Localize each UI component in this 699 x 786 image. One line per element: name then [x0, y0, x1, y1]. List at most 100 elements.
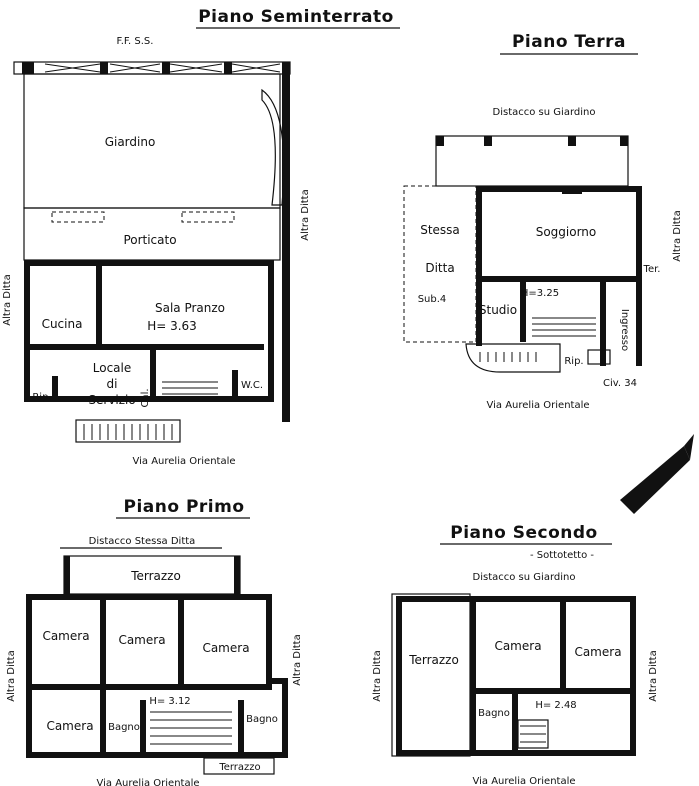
- porticato-bench: [51, 211, 105, 223]
- plan-terra: Piano Terra Distacco su Giardino Stessa …: [403, 32, 683, 411]
- studio-label: Studio: [479, 303, 517, 317]
- secondo-altra-ditta-right: Altra Ditta: [648, 650, 659, 701]
- balcony-post: [568, 136, 576, 146]
- plan-seminterrato: Piano Seminterrato F.F. S.S. Giardino Po…: [2, 7, 400, 467]
- primo-partition: [178, 600, 184, 684]
- soggiorno-label: Soggiorno: [536, 225, 597, 239]
- seminterrato-street: Via Aurelia Orientale: [132, 456, 235, 467]
- secondo-altra-ditta-left: Altra Ditta: [372, 650, 383, 701]
- primo-partition: [140, 700, 146, 752]
- porticato-bench: [181, 211, 235, 223]
- primo-partition: [100, 600, 106, 684]
- primo-camera-1: Camera: [42, 629, 89, 643]
- giardino-label: Giardino: [105, 135, 156, 149]
- primo-east-wall-lower: [282, 678, 288, 758]
- north-arrow-icon: [620, 446, 690, 514]
- secondo-subtitle: - Sottotetto -: [530, 550, 594, 561]
- primo-terrazzo-bottom-label: Terrazzo: [218, 762, 260, 773]
- primo-camera-2: Camera: [118, 633, 165, 647]
- secondo-height-label: H= 2.48: [535, 700, 576, 711]
- primo-title: Piano Primo: [123, 497, 244, 517]
- primo-south-wall: [26, 752, 288, 758]
- primo-distacco: Distacco Stessa Ditta: [89, 536, 196, 547]
- primo-partition: [26, 684, 272, 690]
- east-wall: [268, 260, 274, 400]
- primo-terrazzo-bottom: [203, 757, 275, 775]
- sub4-label: Sub.4: [418, 294, 447, 305]
- north-arrow-tip-icon: [684, 434, 694, 460]
- fence-hatch: [44, 63, 281, 73]
- partition-wall: [232, 370, 238, 396]
- seminterrato-stairs: [83, 381, 218, 440]
- primo-partition: [100, 690, 106, 752]
- altra-ditta-right: Altra Ditta: [300, 189, 311, 240]
- fence-post: [162, 62, 170, 74]
- primo-camera-4: Camera: [46, 719, 93, 733]
- secondo-terrazzo-area: [391, 593, 471, 757]
- rip-label: Rip.: [32, 392, 51, 403]
- secondo-stair-well: [517, 719, 549, 749]
- plan-primo: Piano Primo Distacco Stessa Ditta Terraz…: [6, 497, 303, 786]
- primo-north-wall: [26, 594, 272, 600]
- primo-height-label: H= 3.12: [149, 696, 190, 707]
- primo-west-wall: [26, 594, 32, 758]
- partition-wall: [30, 344, 264, 350]
- ripostiglio-box: [587, 349, 611, 365]
- primo-bagno-2: Bagno: [246, 714, 278, 725]
- sala-pranzo-label: Sala Pranzo: [155, 301, 225, 315]
- secondo-east-wall: [630, 596, 636, 756]
- terra-north-wall: [476, 186, 642, 192]
- terra-pillar: [562, 186, 582, 194]
- north-wall: [24, 260, 274, 266]
- secondo-camera-2: Camera: [574, 645, 621, 659]
- secondo-partition: [470, 602, 476, 750]
- fence-post: [100, 62, 108, 74]
- balcony-post: [484, 136, 492, 146]
- secondo-partition: [476, 688, 630, 694]
- terra-balcony: [435, 135, 629, 187]
- ditta-label: Ditta: [425, 261, 454, 275]
- partition-wall: [52, 376, 58, 398]
- secondo-terrazzo-label: Terrazzo: [408, 653, 459, 667]
- balcony-post: [436, 136, 444, 146]
- cal-label: Cal.: [140, 388, 151, 407]
- locale-label: Locale: [93, 361, 131, 375]
- ingresso-label: Ingresso: [619, 309, 630, 351]
- terra-altra-ditta: Altra Ditta: [672, 210, 683, 261]
- seminterrato-title: Piano Seminterrato: [198, 7, 394, 27]
- secondo-bagno: Bagno: [478, 708, 510, 719]
- ter-label: Ter.: [643, 264, 661, 275]
- secondo-camera-1: Camera: [494, 639, 541, 653]
- secondo-street: Via Aurelia Orientale: [472, 776, 575, 786]
- terra-title: Piano Terra: [512, 32, 626, 52]
- terra-partition: [476, 276, 642, 282]
- secondo-partition: [560, 602, 566, 688]
- primo-east-step: [266, 678, 288, 684]
- partition-wall: [150, 350, 156, 396]
- porticato-label: Porticato: [123, 233, 176, 247]
- railway-fence: [13, 61, 291, 75]
- altra-ditta-left: Altra Ditta: [2, 274, 13, 325]
- primo-altra-ditta-left: Altra Ditta: [6, 650, 17, 701]
- plan-secondo: Piano Secondo - Sottotetto - Distacco su…: [372, 523, 659, 786]
- servizio-label: Servizio: [88, 393, 135, 407]
- cucina-label: Cucina: [42, 317, 83, 331]
- balcony-post: [620, 136, 628, 146]
- wc-label: W.C.: [241, 380, 263, 391]
- south-wall: [24, 396, 274, 402]
- terra-height-label: H=3.25: [521, 288, 559, 299]
- ffss-label: F.F. S.S.: [117, 36, 154, 47]
- di-label: di: [107, 377, 118, 391]
- terra-curved-terrace: [465, 343, 561, 373]
- sala-height-label: H= 3.63: [147, 319, 197, 333]
- civ-label: Civ. 34: [603, 378, 637, 389]
- secondo-distacco: Distacco su Giardino: [473, 572, 576, 583]
- terra-stairs: [479, 317, 596, 362]
- fence-post: [224, 62, 232, 74]
- secondo-title: Piano Secondo: [450, 523, 597, 543]
- stessa-label: Stessa: [420, 223, 460, 237]
- curved-planter: [261, 88, 285, 206]
- terra-west-wall: [476, 186, 482, 346]
- terra-rip-label: Rip.: [564, 356, 583, 367]
